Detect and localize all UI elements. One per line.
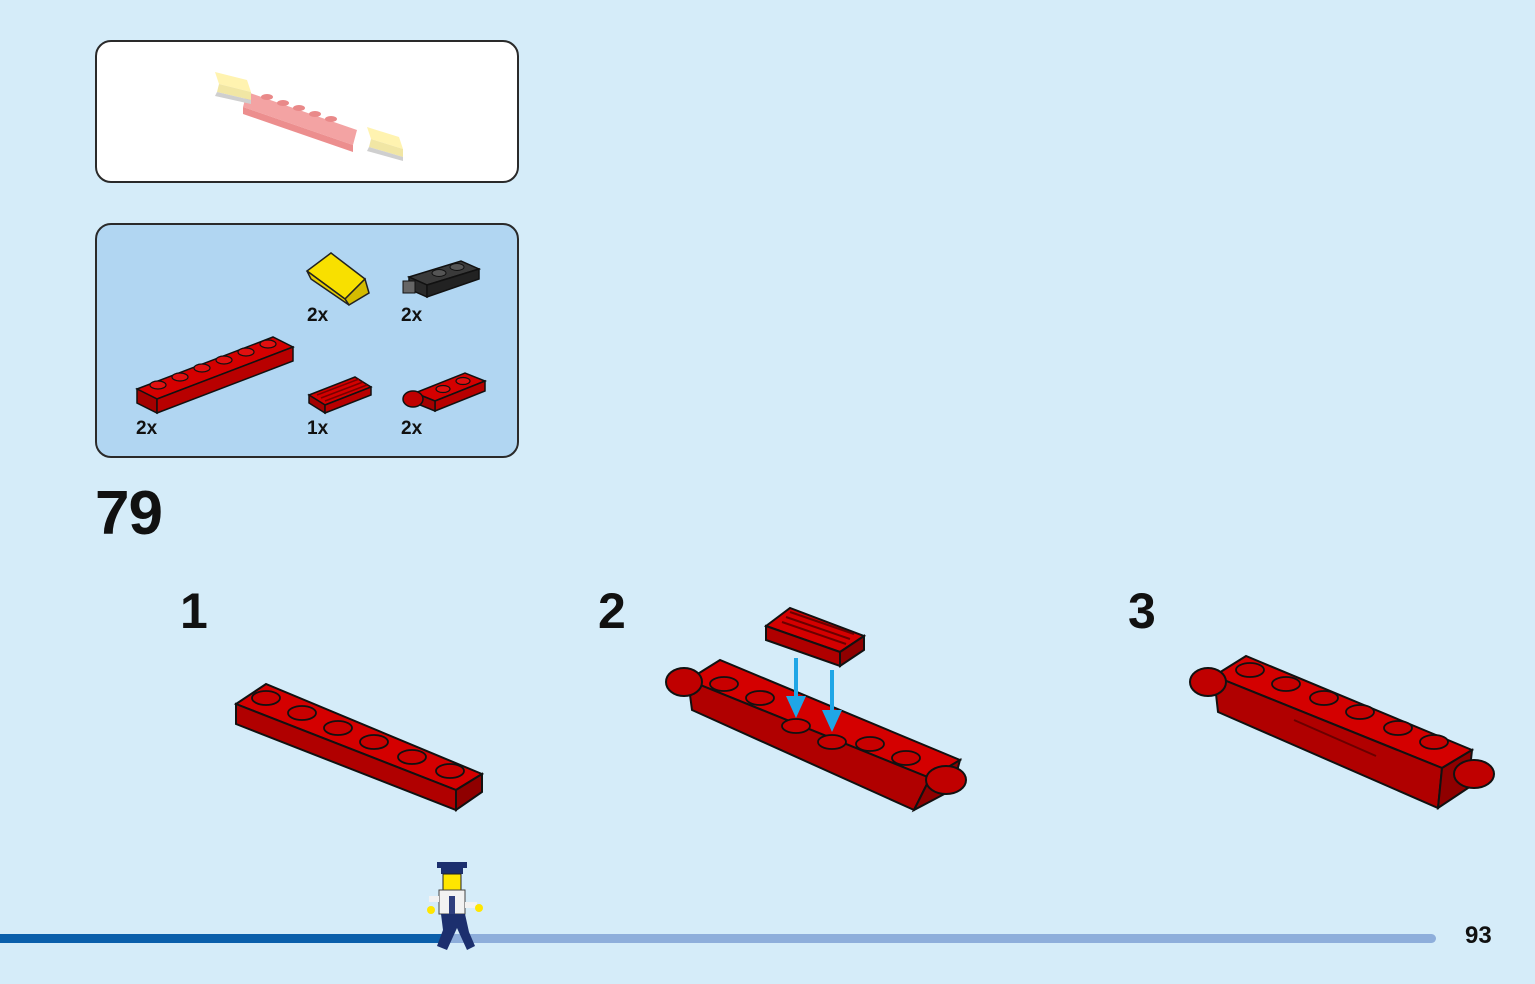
down-arrow-icon <box>786 658 806 718</box>
red-grille-tile-part-icon <box>307 376 373 415</box>
page-number: 93 <box>1465 922 1492 949</box>
substep-1-illustration <box>233 682 485 812</box>
model-preview-panel <box>95 40 519 183</box>
model-preview-image <box>215 72 403 161</box>
red-hinge-plate-part-icon <box>402 372 488 413</box>
red-plate-1x6-part-icon <box>135 336 295 415</box>
substep-number: 2 <box>598 583 626 639</box>
part-count: 1x <box>307 418 329 439</box>
substep-number: 3 <box>1128 583 1156 639</box>
substep-3-illustration <box>1189 654 1495 811</box>
yellow-slope-part-icon <box>305 252 370 307</box>
progress-fill <box>0 934 445 943</box>
police-minifigure-icon <box>427 862 483 950</box>
black-hinge-plate-part-icon <box>402 260 482 299</box>
step-number: 79 <box>95 479 163 548</box>
part-count: 2x <box>307 305 329 326</box>
part-count: 2x <box>401 418 423 439</box>
down-arrow-icon <box>822 670 842 732</box>
progress-track <box>0 934 1436 943</box>
part-count: 2x <box>136 418 158 439</box>
substep-number: 1 <box>180 583 208 639</box>
substep-2-illustration <box>665 606 967 813</box>
part-count: 2x <box>401 305 423 326</box>
parts-list-panel: 2x 2x 2x 1x <box>95 223 519 458</box>
